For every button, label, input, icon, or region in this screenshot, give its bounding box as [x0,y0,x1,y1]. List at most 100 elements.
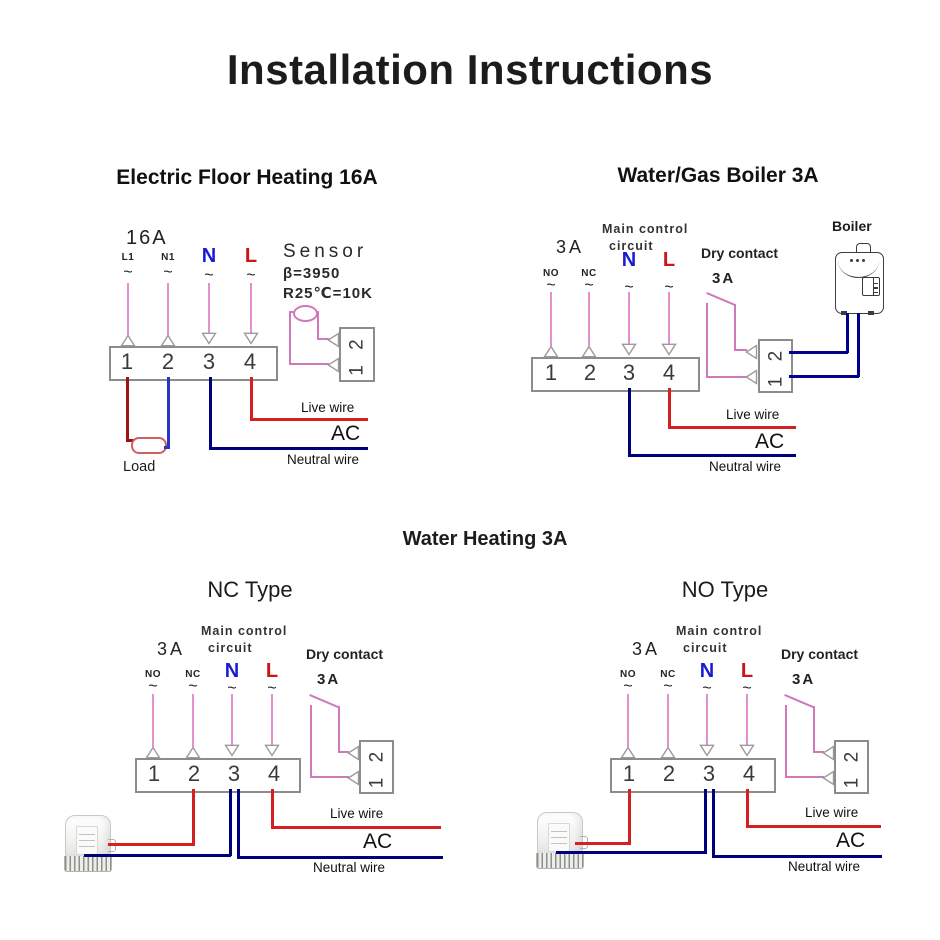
connector-arrow-up-icon [145,746,161,759]
terminal-drop-wire [550,292,552,346]
actuator-live-wire [628,789,631,844]
main-control-label: Main control [201,624,288,638]
live-wire-label: Live wire [805,805,859,820]
contact-box-numbers: 1 2 [765,345,786,387]
ac-label: AC [331,422,361,445]
load-resistor-icon [131,437,167,454]
terminal-number: 3 [702,761,716,786]
sensor-loop-wire [289,363,329,365]
boiler-foot [868,311,874,315]
terminal-label-n: N [224,660,240,682]
connector-arrow-up-icon [185,746,201,759]
dry-contact-wire [706,303,708,378]
connector-arrow-down-icon [661,343,677,356]
connector-arrow-up-icon [543,345,559,358]
connector-arrow-left-icon [326,357,340,373]
actuator-live-wire [192,789,195,845]
neutral-wire [209,447,368,450]
terminal-drop-wire [746,694,748,745]
page-title: Installation Instructions [226,46,714,93]
terminal-number: 4 [243,349,257,374]
main-control-label: circuit [609,239,654,253]
valve-actuator-icon [536,810,588,870]
ac-tilde: ~ [623,678,633,695]
terminal-number: 4 [267,761,281,786]
live-wire [668,388,671,428]
contact-box-numbers: 1 2 [366,746,387,788]
terminal-drop-wire [628,292,630,344]
terminal-drop-wire [152,694,154,747]
sensor-loop-wire [289,311,291,365]
connector-arrow-down-icon [264,744,280,757]
connector-arrow-left-icon [744,344,758,360]
nc-contact-terminal-box: 1 2 [359,740,394,794]
efh-terminal-label-n: N [201,245,217,267]
connector-arrow-up-icon [660,746,676,759]
neutral-wire [712,789,715,857]
sensor-title: Sensor [283,241,368,262]
terminal-label-l: L [662,249,676,271]
ac-tilde: ~ [664,279,674,296]
terminal-drop-wire [208,283,210,333]
actuator-collar [536,853,584,869]
load-neutral-wire [167,377,170,448]
ac-tilde: ~ [663,678,673,695]
boiler-body [835,252,884,314]
boiler-terminal-block [531,357,700,392]
neutral-wire-label: Neutral wire [313,860,386,875]
connector-arrow-left-icon [346,770,360,786]
terminal-drop-wire [668,292,670,344]
terminal-number: 1 [622,761,636,786]
load-label: Load [123,459,156,475]
neutral-wire [237,789,240,858]
dry-contact-rating: 3A [712,270,736,287]
ac-tilde: ~ [702,680,712,697]
terminal-drop-wire [667,694,669,747]
sensor-r25-value: R25℃=10K [283,285,373,302]
terminal-number: 4 [742,761,756,786]
terminal-number: 1 [147,761,161,786]
actuator-clip [108,839,116,852]
actuator-live-wire [108,843,195,846]
sensor-loop-wire [317,311,319,340]
ac-tilde: ~ [227,680,237,697]
main-control-label: circuit [683,641,728,655]
ac-tilde: ~ [584,277,594,294]
connector-arrow-down-icon [224,744,240,757]
ac-tilde: ~ [546,277,556,294]
nc-type-title: NC Type [207,577,293,602]
terminal-number: 3 [202,349,216,374]
live-wire [746,825,881,828]
connector-arrow-down-icon [699,744,715,757]
live-wire [271,789,274,828]
terminal-label-nc: NC [185,669,201,680]
terminal-label-l: L [740,660,754,682]
actuator-label [548,823,570,852]
switch-blade-icon [309,694,339,708]
live-wire [271,826,441,829]
actuator-live-wire [575,842,631,845]
actuator-neutral-wire [84,854,231,857]
neutral-wire [237,856,443,859]
dry-contact-rating: 3A [792,671,816,688]
terminal-drop-wire [250,283,252,333]
dry-contact-wire [310,776,349,778]
connector-arrow-left-icon [744,369,758,385]
connector-arrow-down-icon [243,332,259,345]
boiler-section-title: Water/Gas Boiler 3A [617,164,819,187]
dry-contact-rating: 3A [317,671,341,688]
terminal-drop-wire [271,694,273,745]
efh-rating: 16A [126,227,168,249]
neutral-wire [209,377,212,449]
boiler-wire [789,351,848,354]
ac-tilde: ~ [148,678,158,695]
ac-tilde: ~ [188,678,198,695]
terminal-label-nc: NC [660,669,676,680]
live-wire-label: Live wire [726,407,780,422]
neutral-wire-label: Neutral wire [788,859,861,874]
no-contact-terminal-box: 1 2 [834,740,869,794]
boiler-icon [835,243,884,316]
terminal-number: 2 [161,349,175,374]
boiler-wire [789,375,859,378]
boiler-device-label: Boiler [832,218,872,234]
